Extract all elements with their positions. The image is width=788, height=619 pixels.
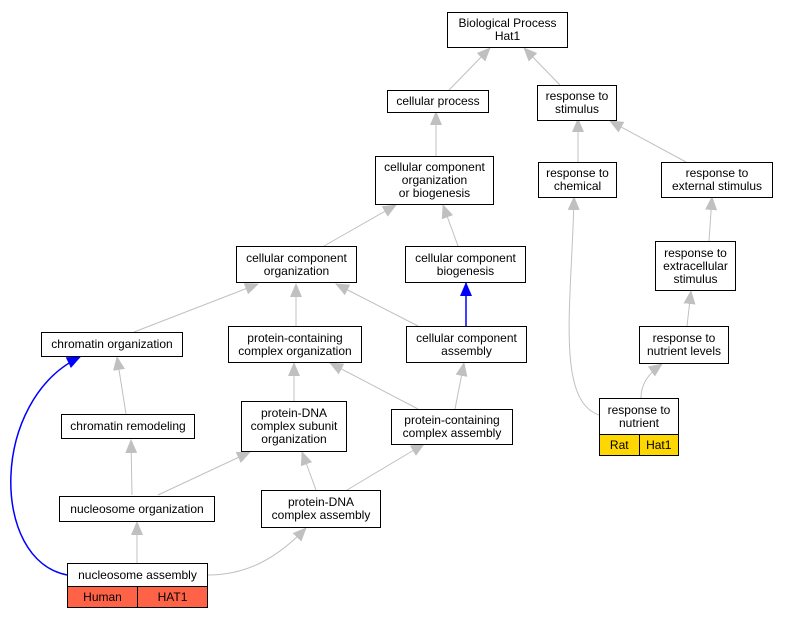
edge-cellular-process-to-bp [448,47,491,91]
node-protein-containing-complex-organization[interactable]: protein-containing complex organization [228,326,362,363]
edge-protein-dna-assembly-to-pc-complex-assembly [346,443,425,491]
edge-response-external-to-stimulus [609,120,687,163]
tag-human-species: Human [67,586,138,608]
edge-pc-complex-assembly-to-cc-assembly [454,362,468,410]
edge-chromatin-remodeling-to-chromatin-org [113,356,127,415]
edge-nucleosome-org-to-chromatin-remodeling [125,439,138,496]
node-cellular-component-organization-or-biogenesis[interactable]: cellular component organization or bioge… [375,156,494,205]
node-biological-process[interactable]: Biological Process Hat1 [447,12,568,48]
edge-response-nutrient-to-chemical [567,196,600,416]
tag-human-gene[interactable]: HAT1 [138,586,208,608]
node-response-to-stimulus[interactable]: response to stimulus [537,85,617,121]
node-response-to-extracellular-stimulus[interactable]: response to extracellular stimulus [655,241,736,291]
node-response-to-external-stimulus[interactable]: response to external stimulus [661,162,773,198]
edge-chromatin-org-to-cc-org [133,283,259,333]
edge-protein-dna-assembly-to-protein-dna-subunit [300,451,317,491]
node-protein-dna-complex-assembly[interactable]: protein-DNA complex assembly [261,490,381,528]
node-cellular-component-assembly[interactable]: cellular component assembly [406,326,527,363]
edge-pc-complex-assembly-to-pc-complex-org [329,362,419,410]
node-cellular-component-organization[interactable]: cellular component organization [236,246,357,283]
node-response-to-nutrient[interactable]: response to nutrient [599,398,679,435]
node-chromatin-organization[interactable]: chromatin organization [41,332,183,357]
node-response-to-chemical[interactable]: response to chemical [538,162,617,198]
node-response-to-nutrient-levels[interactable]: response to nutrient levels [639,326,729,364]
tag-rat-gene[interactable]: Hat1 [639,434,679,456]
edge-nucleosome-org-to-protein-dna-subunit [157,451,251,496]
edge-cc-biogenesis-to-ccob [441,204,459,247]
edge-nutrient-to-nutrient-levels [640,363,663,399]
edge-cc-assembly-to-cc-org [335,283,419,327]
node-cellular-process[interactable]: cellular process [387,90,489,113]
node-cellular-component-biogenesis[interactable]: cellular component biogenesis [405,246,526,283]
edge-extracellular-to-external [705,196,718,242]
edge-nucleosome-assembly-to-chromatin-org [10,356,81,576]
edge-cc-organization-to-ccob [323,204,397,247]
edge-nutrient-levels-to-extracellular [683,290,696,327]
node-nucleosome-organization[interactable]: nucleosome organization [59,496,215,522]
edge-nucleosome-assembly-to-protein-dna-assembly [207,527,307,576]
tag-rat-species: Rat [599,434,640,456]
edge-response-stimulus-to-bp [523,47,561,86]
response-to-nutrient-tags: Rat Hat1 [599,434,679,456]
node-chromatin-remodeling[interactable]: chromatin remodeling [61,414,195,439]
node-nucleosome-assembly[interactable]: nucleosome assembly [67,563,208,587]
node-protein-containing-complex-assembly[interactable]: protein-containing complex assembly [391,409,513,445]
node-protein-dna-complex-subunit-organization[interactable]: protein-DNA complex subunit organization [241,401,347,452]
nucleosome-assembly-tags: Human HAT1 [67,586,208,608]
